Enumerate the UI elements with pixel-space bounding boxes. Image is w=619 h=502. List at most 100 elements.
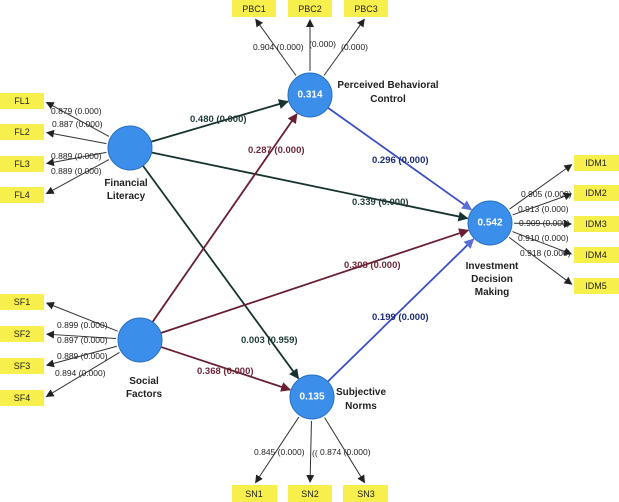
indicator-label: SF3 — [14, 361, 31, 371]
loading-arrow-fl-4 — [45, 159, 110, 195]
indicator-label: FL2 — [14, 127, 30, 137]
indicator-idm2[interactable]: IDM2 — [574, 185, 619, 201]
loading-fl3: 0.889 (0.000) — [51, 151, 102, 161]
loading-arrow-idm-1 — [509, 164, 573, 210]
construct-label: Decision — [471, 274, 513, 285]
loading-idm3: 0.909 (0.000) — [519, 218, 570, 228]
loading-idm4: 0.910 (0.000) — [518, 233, 569, 243]
construct-label: Investment — [466, 261, 519, 272]
indicator-label: FL1 — [14, 96, 30, 106]
indicator-label: SF1 — [14, 297, 31, 307]
construct-label: Subjective — [336, 387, 386, 398]
loading-sf3: 0.889 (0.000) — [57, 351, 108, 361]
indicator-fl4[interactable]: FL4 — [0, 187, 44, 203]
indicator-sn1[interactable]: SN1 — [232, 485, 277, 502]
loading-idm2: 0.913 (0.000) — [518, 204, 569, 214]
path-label-fl-sn: 0.003 (0.959) — [241, 335, 298, 346]
r2-value: 0.314 — [297, 90, 322, 101]
path-arrow-fl-pbc — [150, 99, 289, 143]
construct-label: Financial — [104, 178, 148, 189]
loading-arrow-sf-4 — [45, 351, 120, 397]
loading-arrow-sn-2 — [306, 420, 315, 484]
construct-label: Literacy — [107, 191, 146, 202]
loading-arrow-fl-1 — [45, 101, 110, 137]
indicator-idm5[interactable]: IDM5 — [574, 278, 619, 294]
loading-arrow-sf-3 — [45, 345, 117, 368]
path-arrow-fl-idm — [151, 151, 469, 222]
loading-arrow-idm-4 — [512, 231, 573, 256]
loading-pbc3: (0.000) — [341, 42, 368, 52]
path-arrow-sf-sn — [160, 346, 292, 392]
loading-arrow-sf-2 — [45, 330, 117, 340]
loading-sf4: 0.894 (0.000) — [55, 368, 106, 378]
indicator-label: SF2 — [14, 329, 31, 339]
indicator-label: IDM1 — [585, 158, 607, 168]
indicator-sf2[interactable]: SF2 — [0, 326, 44, 342]
indicator-pbc2[interactable]: PBC2 — [288, 0, 332, 17]
path-label-fl-pbc: 0.480 (0.000) — [190, 114, 247, 125]
indicator-sn2[interactable]: SN2 — [288, 485, 332, 502]
construct-perceived-behavioral-control[interactable]: 0.314 Perceived Behavioral Control — [287, 72, 439, 118]
construct-label: Control — [370, 94, 406, 105]
path-arrow-sn-idm — [327, 238, 475, 383]
loading-arrow-idm-5 — [508, 236, 573, 285]
path-label-sf-pbc: 0.287 (0.000) — [248, 145, 305, 156]
indicator-label: PBC1 — [242, 4, 266, 14]
loading-arrow-sf-1 — [45, 301, 118, 332]
measurement-lines — [45, 18, 573, 484]
indicator-label: SF4 — [14, 393, 31, 403]
indicator-label: FL4 — [14, 190, 30, 200]
loading-fl4: 0.889 (0.000) — [51, 166, 102, 176]
path-label-fl-idm: 0.339 (0.000) — [352, 197, 409, 208]
indicator-pbc3[interactable]: PBC3 — [344, 0, 388, 17]
path-label-pbc-idm: 0.296 (0.000) — [372, 155, 429, 166]
path-arrow-fl-sn — [142, 165, 300, 380]
construct-label: Making — [475, 287, 509, 298]
indicator-idm3[interactable]: IDM3 — [574, 216, 619, 232]
indicator-sn3[interactable]: SN3 — [343, 485, 388, 502]
loading-sn2: (( — [312, 448, 318, 458]
construct-label: Factors — [126, 389, 163, 400]
r2-value: 0.542 — [477, 218, 502, 229]
indicator-label: FL3 — [14, 159, 30, 169]
structural-paths — [142, 99, 475, 392]
path-arrow-sf-idm — [160, 228, 470, 334]
indicator-label: PBC2 — [298, 4, 322, 14]
loading-pbc2: (0.000) — [309, 39, 336, 49]
construct-investment-decision-making[interactable]: 0.542 Investment Decision Making — [466, 200, 519, 298]
indicator-sf3[interactable]: SF3 — [0, 358, 44, 374]
loading-pbc1: 0.904 (0.000) — [253, 42, 304, 52]
indicator-idm1[interactable]: IDM1 — [574, 155, 619, 171]
indicator-fl3[interactable]: FL3 — [0, 156, 44, 172]
indicator-fl2[interactable]: FL2 — [0, 124, 44, 140]
indicator-label: SN2 — [301, 489, 319, 499]
loading-sn3: 0.874 (0.000) — [320, 447, 371, 457]
loading-arrow-pbc-3 — [323, 18, 365, 76]
loading-arrow-fl-2 — [45, 129, 107, 145]
indicator-fl1[interactable]: FL1 — [0, 93, 44, 109]
indicator-label: PBC3 — [354, 4, 378, 14]
indicator-label: IDM5 — [585, 281, 607, 291]
loading-arrow-pbc-1 — [255, 18, 297, 76]
construct-subjective-norms[interactable]: 0.135 Subjective Norms — [289, 374, 386, 420]
indicator-pbc1[interactable]: PBC1 — [232, 0, 276, 17]
path-label-sf-sn: 0.368 (0.000) — [197, 366, 254, 377]
indicator-sf1[interactable]: SF1 — [0, 294, 44, 310]
loading-sf1: 0.899 (0.000) — [57, 320, 108, 330]
construct-financial-literacy[interactable]: Financial Literacy — [104, 125, 153, 202]
indicator-label: IDM2 — [585, 188, 607, 198]
loading-arrow-idm-3 — [513, 219, 573, 228]
path-arrow-pbc-idm — [327, 107, 473, 211]
loading-sn1: 0.845 (0.000) — [254, 447, 305, 457]
construct-label: Social — [129, 376, 159, 387]
path-label-sn-idm: 0.199 (0.000) — [372, 312, 429, 323]
loading-idm5: 0.918 (0.000) — [520, 248, 571, 258]
indicator-sf4[interactable]: SF4 — [0, 390, 44, 406]
loading-arrow-idm-2 — [512, 192, 573, 216]
loading-sf2: 0.897 (0.000) — [57, 335, 108, 345]
construct-social-factors[interactable]: Social Factors — [117, 317, 163, 400]
indicator-label: SN3 — [357, 489, 375, 499]
construct-label: Norms — [345, 401, 377, 412]
indicator-idm4[interactable]: IDM4 — [574, 247, 619, 263]
